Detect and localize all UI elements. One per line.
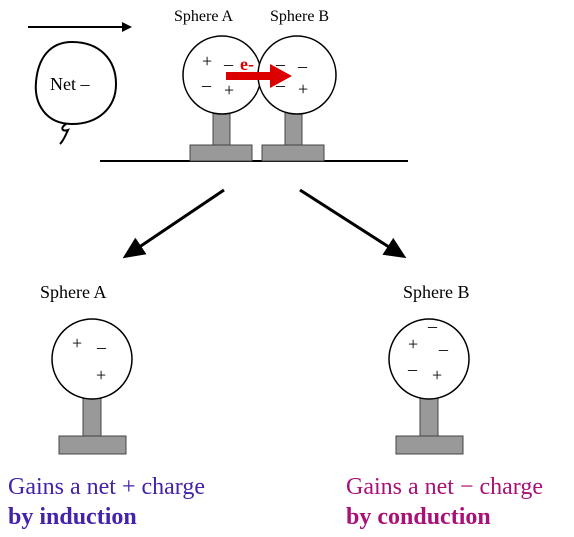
result-b-charge: –: [438, 339, 449, 359]
result-sphere-a-base: [58, 435, 127, 455]
arrow-to-sphere-b: [299, 188, 407, 259]
result-sphere-b-body: [388, 318, 470, 400]
top-a-charge: –: [223, 54, 234, 74]
balloon-outline: [34, 40, 118, 126]
induction-caption-line1: Gains a net + charge: [8, 474, 206, 500]
top-sphere-b-label: Sphere B: [270, 8, 329, 25]
top-sphere-assembly: Sphere A Sphere B + – – + – – – + e-: [100, 8, 408, 162]
electron-label: e-: [240, 54, 254, 74]
result-sphere-b-label: Sphere B: [403, 282, 470, 302]
result-sphere-a: Sphere A + – +: [40, 282, 133, 455]
induction-caption: Gains a net + charge by induction: [8, 472, 205, 532]
top-b-charge: –: [275, 54, 286, 74]
result-sphere-b-stem: [419, 396, 439, 438]
top-a-charge: +: [224, 80, 234, 100]
top-sphere-b-base: [261, 144, 325, 162]
result-sphere-a-body: [51, 318, 133, 400]
top-b-charge: +: [298, 79, 308, 99]
result-b-charge: –: [427, 316, 438, 336]
conduction-caption: Gains a net − charge by conduction: [346, 472, 543, 532]
top-sphere-a-base: [189, 144, 253, 162]
conduction-caption-line2: by conduction: [346, 504, 491, 530]
result-b-charge: –: [407, 359, 418, 379]
result-b-charge: +: [408, 334, 418, 354]
electron-transfer-arrow: [226, 64, 292, 88]
conduction-caption-line1: Gains a net − charge: [346, 474, 544, 500]
charged-balloon: Net –: [28, 22, 132, 145]
balloon-knot: [59, 123, 70, 145]
result-sphere-b-base: [395, 435, 464, 455]
top-b-charge: –: [297, 56, 308, 76]
result-a-charge: +: [72, 333, 82, 353]
result-sphere-a-stem: [82, 396, 102, 438]
top-a-charge: +: [202, 51, 212, 71]
induction-caption-line2: by induction: [8, 504, 137, 530]
result-a-charge: –: [96, 337, 107, 357]
result-b-charge: +: [432, 365, 442, 385]
arrow-to-sphere-a: [122, 188, 225, 259]
result-a-charge: +: [96, 365, 106, 385]
result-sphere-a-label: Sphere A: [40, 282, 107, 302]
balloon-label: Net –: [50, 74, 90, 94]
top-sphere-a-label: Sphere A: [174, 8, 234, 25]
result-sphere-b: Sphere B – + – – +: [388, 282, 470, 455]
top-b-charge: –: [275, 75, 286, 95]
top-a-charge: –: [201, 75, 212, 95]
